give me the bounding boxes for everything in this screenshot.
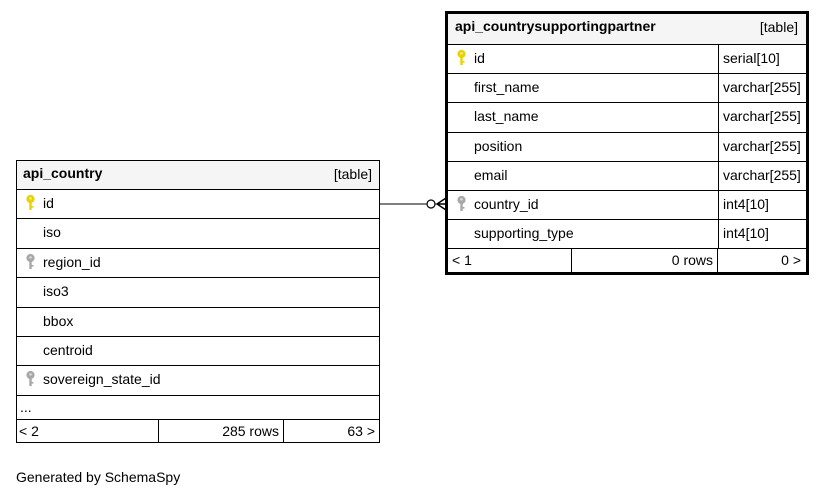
column-name: last_name <box>474 108 539 125</box>
column-name: sovereign_state_id <box>43 371 161 388</box>
column-row-position[interactable]: position varchar[255] <box>448 132 806 162</box>
table-api-country[interactable]: api_country [table] id iso region_id iso3 bb… <box>16 160 380 443</box>
column-row-id[interactable]: id <box>17 190 379 220</box>
column-type: varchar[255] <box>718 161 801 190</box>
column-name: centroid <box>43 342 93 358</box>
table-kind: [table] <box>333 166 372 182</box>
column-type: varchar[255] <box>718 74 801 103</box>
column-row-centroid[interactable]: centroid <box>17 337 379 367</box>
column-row-email[interactable]: email varchar[255] <box>448 161 806 191</box>
column-name: region_id <box>43 253 101 270</box>
table-header: api_countrysupportingpartner [table] <box>448 14 806 45</box>
column-row-id[interactable]: id serial[10] <box>448 45 806 75</box>
column-row-first-name[interactable]: first_name varchar[255] <box>448 74 806 104</box>
column-name: iso3 <box>43 283 69 300</box>
column-row-iso3[interactable]: iso3 <box>17 278 379 308</box>
parents-link[interactable]: < 2 <box>17 420 159 443</box>
table-kind: [table] <box>759 19 798 35</box>
parents-link[interactable]: < 1 <box>448 249 572 272</box>
column-row-bbox[interactable]: bbox <box>17 308 379 337</box>
row-count: 285 rows <box>159 420 284 443</box>
more-columns: ... <box>17 396 379 420</box>
row-count: 0 rows <box>572 249 718 272</box>
column-name: id <box>474 50 485 66</box>
column-name: position <box>474 137 523 154</box>
children-link[interactable]: 63 > <box>347 423 375 439</box>
column-type: int4[10] <box>718 191 769 220</box>
column-row-last-name[interactable]: last_name varchar[255] <box>448 103 806 133</box>
children-link[interactable]: 0 > <box>781 252 801 268</box>
generated-by-label: Generated by SchemaSpy <box>16 469 181 485</box>
column-type: serial[10] <box>718 45 780 74</box>
column-name: id <box>43 195 54 211</box>
column-type: varchar[255] <box>718 132 801 161</box>
crows-foot-marker <box>436 197 447 211</box>
zero-cardinality-marker <box>426 199 436 209</box>
column-row-supporting-type[interactable]: supporting_type int4[10] <box>448 220 806 250</box>
column-type: varchar[255] <box>718 103 801 132</box>
table-header: api_country [table] <box>17 161 379 190</box>
column-row-iso[interactable]: iso <box>17 219 379 249</box>
table-name: api_countrysupportingpartner <box>455 18 656 34</box>
column-row-country-id[interactable]: country_id int4[10] <box>448 191 806 221</box>
table-footer: < 2 285 rows 63 > <box>17 420 379 443</box>
table-api-countrysupportingpartner[interactable]: api_countrysupportingpartner [table] id s… <box>445 11 809 275</box>
column-name: country_id <box>474 196 539 212</box>
column-name: supporting_type <box>474 225 574 242</box>
column-type: int4[10] <box>718 220 769 249</box>
column-row-region-id[interactable]: region_id <box>17 249 379 279</box>
table-footer: < 1 0 rows 0 > <box>448 249 806 272</box>
table-name: api_country <box>23 165 103 181</box>
column-name: email <box>474 166 508 183</box>
column-name: iso <box>43 224 61 241</box>
column-name: bbox <box>43 312 74 329</box>
column-row-sovereign-state-id[interactable]: sovereign_state_id <box>17 366 379 396</box>
column-name: first_name <box>474 79 540 96</box>
